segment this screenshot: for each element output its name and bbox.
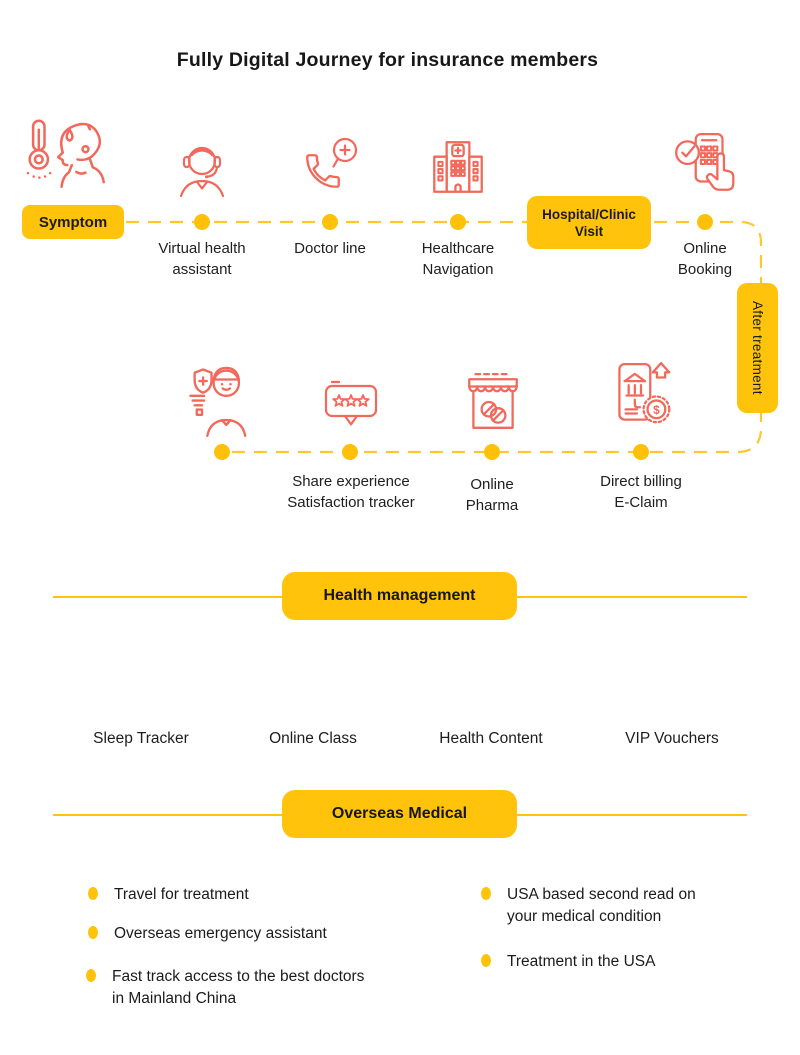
hm-item-health-content: Health Content: [439, 730, 543, 747]
journey-dot: [214, 444, 230, 460]
station-label-virtual-health-assistant: Virtual health assistant: [158, 240, 246, 278]
online-booking-icon: [673, 130, 737, 200]
after-treatment-badge: After treatment: [737, 283, 778, 413]
doctor-shield-icon: [186, 360, 256, 438]
bullet-dot: [86, 969, 96, 982]
bullet-dot: [481, 954, 491, 967]
journey-dot: [633, 444, 649, 460]
station-label-online-booking: Online Booking: [677, 240, 733, 278]
bullet-treatment-usa: Treatment in the USA: [481, 951, 655, 973]
journey-dot: [322, 214, 338, 230]
bullet-overseas-emergency: Overseas emergency assistant: [88, 923, 327, 945]
online-pharma-icon: [461, 370, 525, 434]
hm-item-sleep-tracker: Sleep Tracker: [93, 730, 189, 747]
symptom-badge: Symptom: [22, 205, 124, 239]
station-label-online-pharma: Online Pharma: [465, 476, 519, 514]
bullet-dot: [481, 887, 491, 900]
bullet-travel-for-treatment: Travel for treatment: [88, 884, 249, 906]
station-label-share-experience: Share experience Satisfaction tracker: [287, 473, 415, 511]
health-management-pill: Health management: [282, 572, 517, 620]
bullet-dot: [88, 887, 98, 900]
healthcare-navigation-icon: [427, 134, 489, 200]
station-label-doctor-line: Doctor line: [294, 240, 366, 257]
journey-dot: [697, 214, 713, 230]
overseas-medical-pill: Overseas Medical: [282, 790, 517, 838]
station-label-direct-billing: Direct billing E-Claim: [600, 473, 682, 511]
journey-dot: [194, 214, 210, 230]
journey-dot: [450, 214, 466, 230]
dollar-glyph: $: [653, 403, 660, 417]
direct-billing-icon: $: [607, 360, 675, 434]
virtual-health-assistant-icon: [171, 136, 233, 200]
hm-item-vip-vouchers: VIP Vouchers: [625, 730, 719, 747]
doctor-line-icon: [299, 136, 361, 200]
symptom-icon: [24, 116, 106, 196]
journey-dot: [484, 444, 500, 460]
share-experience-icon: [320, 378, 382, 438]
hospital-clinic-visit-badge: Hospital/Clinic Visit: [527, 196, 651, 249]
bullet-dot: [88, 926, 98, 939]
station-label-healthcare-navigation: Healthcare Navigation: [421, 240, 495, 278]
journey-dot: [342, 444, 358, 460]
page-title: Fully Digital Journey for insurance memb…: [176, 49, 599, 71]
bullet-usa-second-read: USA based second read on your medical co…: [481, 884, 696, 927]
hm-item-online-class: Online Class: [269, 730, 357, 747]
bullet-fast-track: Fast track access to the best doctors in…: [86, 966, 364, 1009]
